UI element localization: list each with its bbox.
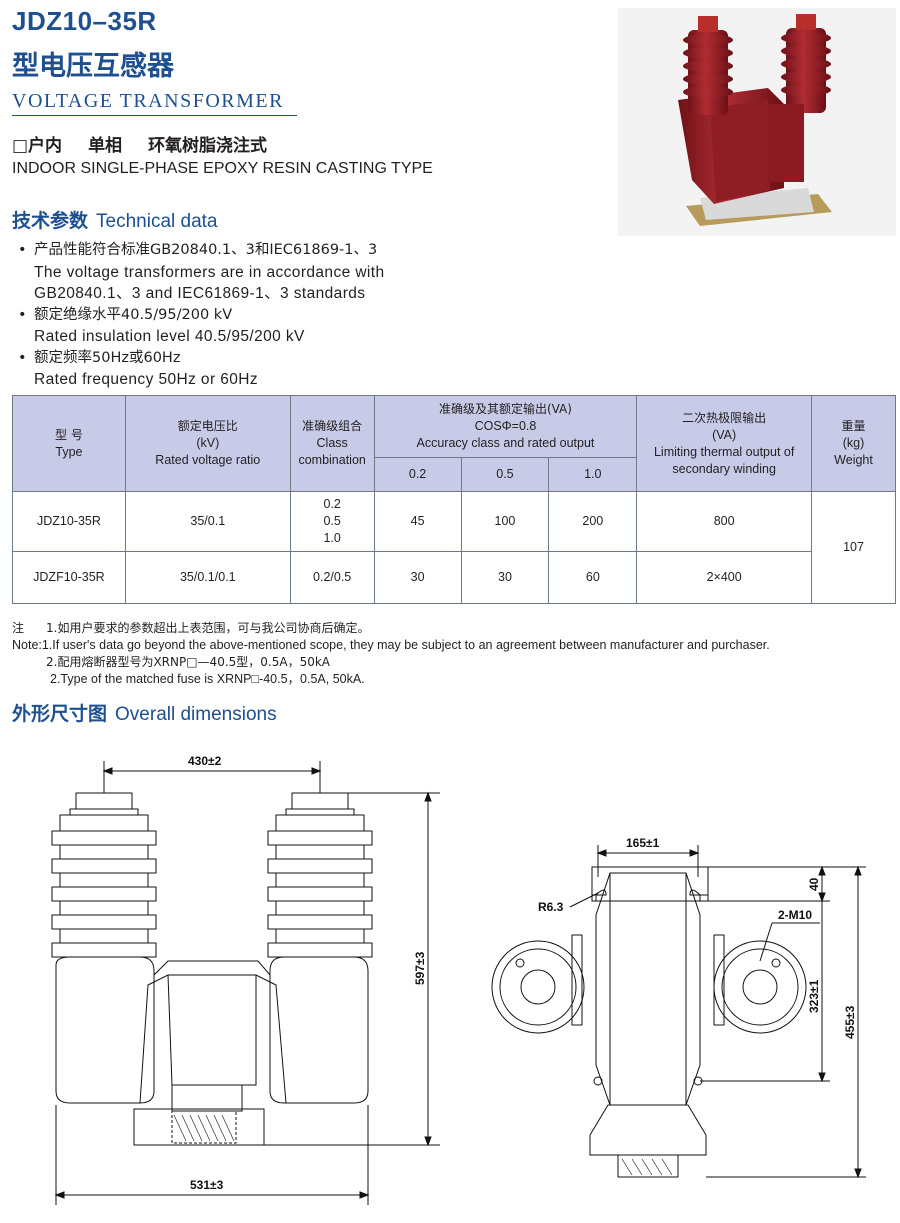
th-acc-sub-0: 0.2: [373, 457, 462, 492]
spec-table: 型 号 Type 额定电压比 (kV) Rated voltage ratio 准确级…: [12, 395, 896, 604]
bullet-frequency-en: Rated frequency 50Hz or 60Hz: [34, 371, 259, 388]
cell-type: JDZ10-35R: [12, 491, 126, 552]
technical-bullets: 产品性能符合标准GB20840.1、3和IEC61869-1、3 The vol…: [14, 240, 384, 391]
th-accuracy-cos: COSΦ=0.8: [474, 419, 537, 433]
bullet-standard-cn: 产品性能符合标准GB20840.1、3和IEC61869-1、3: [14, 240, 384, 262]
th-ratio-unit: (kV): [196, 436, 220, 450]
th-thermal-en1: Limiting thermal output of: [653, 444, 795, 459]
cell-class-line: 0.5: [323, 514, 341, 528]
cell-acc-1: 30: [460, 551, 550, 604]
note-1-en: Note:1.If user's data go beyond the abov…: [12, 638, 770, 652]
th-type-cn: 型 号: [55, 427, 83, 442]
dimensions-heading-en: Overall dimensions: [115, 704, 277, 725]
dim-inner: 323±1: [807, 979, 821, 1013]
th-class: 准确级组合 Class combination: [289, 395, 375, 492]
table-row: JDZF10-35R 35/0.1/0.1 0.2/0.5 30 30 60 2…: [12, 551, 896, 604]
th-accuracy-en: Accuracy class and rated output: [416, 436, 595, 450]
dimension-drawing: 430±2 597±3 531±3 165±1 R6.3 2-M10 40 32…: [51, 754, 866, 1205]
th-class-en2: combination: [298, 453, 366, 467]
bullet-standard-en2: GB20840.1、3 and IEC61869-1、3 standards: [34, 285, 366, 302]
cell-thermal: 800: [636, 491, 813, 552]
product-photo: [618, 8, 896, 236]
th-ratio: 额定电压比 (kV) Rated voltage ratio: [124, 395, 291, 492]
th-class-cn: 准确级组合: [302, 419, 363, 433]
bullet-standard-en1: The voltage transformers are in accordan…: [34, 263, 385, 281]
dim-height: 597±3: [413, 951, 427, 985]
note-1-cn: 注 1.如用户要求的参数超出上表范围，可与我公司协商后确定。: [12, 620, 770, 637]
cell-ratio: 35/0.1/0.1: [124, 551, 291, 604]
th-ratio-cn: 额定电压比: [177, 419, 238, 433]
cell-acc-0: 45: [373, 491, 462, 552]
th-accuracy-cn: 准确级及其额定输出(VA): [438, 402, 572, 416]
th-type-en: Type: [55, 444, 83, 459]
title-underline: [12, 115, 297, 116]
th-weight: 重量 (kg) Weight: [811, 395, 896, 492]
subtype-indoor: □户内: [12, 136, 63, 156]
subtype-epoxy: 环氧树脂浇注式: [148, 136, 268, 156]
product-photo-image: [678, 14, 832, 226]
technical-heading: 技术参数 Technical data: [12, 206, 217, 233]
note-2-en: 2.Type of the matched fuse is XRNP□-40.5…: [50, 672, 365, 686]
note-1-cn-text: 1.如用户要求的参数超出上表范围，可与我公司协商后确定。: [46, 621, 370, 635]
technical-heading-cn: 技术参数: [12, 210, 89, 232]
cell-class: 0.2 0.5 1.0: [289, 491, 375, 552]
table-row: JDZ10-35R 35/0.1 0.2 0.5 1.0 45 100 200 80…: [12, 491, 896, 604]
cell-class-line: 0.2: [323, 497, 341, 511]
th-weight-en: Weight: [834, 453, 873, 467]
product-title-cn: 型电压互感器: [12, 51, 174, 82]
th-weight-cn: 重量: [841, 419, 866, 433]
th-weight-unit: (kg): [842, 436, 865, 450]
cell-ratio: 35/0.1: [124, 491, 291, 552]
th-class-en1: Class: [316, 436, 348, 450]
bullet-insulation-en: Rated insulation level 40.5/95/200 kV: [34, 328, 305, 345]
cell-class: 0.2/0.5: [289, 551, 375, 604]
dim-holes: 2-M10: [778, 908, 812, 922]
dimensions-heading: 外形尺寸图 Overall dimensions: [12, 699, 277, 726]
cell-thermal: 2×400: [636, 551, 813, 604]
dim-side-top: 165±1: [626, 836, 660, 850]
model-number: JDZ10–35R: [12, 6, 157, 36]
subtype-cn: □户内 单相 环氧树脂浇注式: [12, 131, 293, 156]
th-thermal-unit: (VA): [712, 427, 737, 442]
note-label: 注: [12, 621, 25, 635]
bullet-frequency-cn: 额定频率50Hz或60Hz: [14, 348, 384, 370]
dim-base-width: 531±3: [190, 1178, 224, 1192]
product-title-en: VOLTAGE TRANSFORMER: [12, 90, 284, 112]
dim-total: 455±3: [843, 1005, 857, 1039]
notes: 注 1.如用户要求的参数超出上表范围，可与我公司协商后确定。 Note:1.If …: [12, 620, 770, 688]
cell-class-line: 1.0: [323, 531, 341, 545]
bullet-insulation-cn: 额定绝缘水平40.5/95/200 kV: [14, 305, 384, 327]
dim-offset: 40: [807, 877, 821, 891]
cell-type: JDZF10-35R: [12, 551, 126, 604]
th-acc-sub-1: 0.5: [460, 457, 550, 492]
th-thermal: 二次热极限输出 (VA) Limiting thermal output of sec…: [636, 395, 813, 492]
th-thermal-cn: 二次热极限输出: [682, 410, 767, 425]
th-type: 型 号 Type: [12, 395, 126, 492]
dim-radius: R6.3: [538, 900, 564, 914]
th-thermal-en2: secondary winding: [672, 461, 776, 476]
subtype-en: INDOOR SINGLE-PHASE EPOXY RESIN CASTING …: [12, 160, 433, 177]
th-acc-sub-2: 1.0: [548, 457, 638, 492]
cell-acc-0: 30: [373, 551, 462, 604]
note-2-cn: 2.配用熔断器型号为XRNP□—40.5型，0.5A，50kA: [46, 655, 330, 669]
dim-top-width: 430±2: [188, 754, 222, 768]
cell-acc-1: 100: [460, 491, 550, 552]
cell-weight: 107: [811, 491, 896, 604]
technical-heading-en: Technical data: [96, 211, 218, 232]
cell-acc-2: 60: [548, 551, 638, 604]
subtype-single-phase: 单相: [88, 136, 123, 156]
dimensions-heading-cn: 外形尺寸图: [12, 703, 108, 725]
th-ratio-en: Rated voltage ratio: [155, 453, 261, 467]
cell-acc-2: 200: [548, 491, 638, 552]
